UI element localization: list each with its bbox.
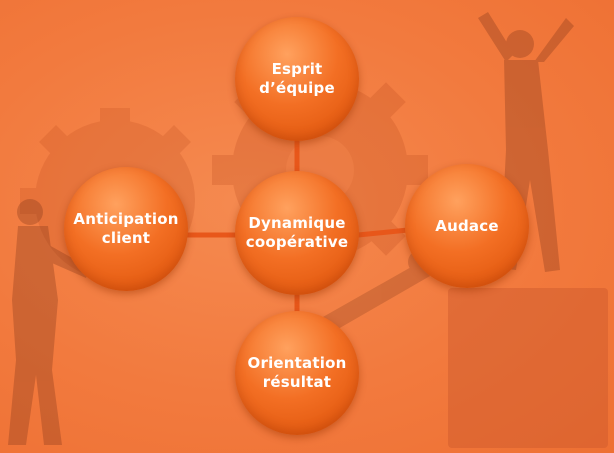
node-label: Esprit d’équipe	[259, 60, 335, 97]
node-audace: Audace	[405, 164, 529, 288]
node-label: Audace	[435, 216, 499, 235]
node-esprit-equipe: Esprit d’équipe	[235, 17, 359, 141]
block-shape	[448, 288, 608, 448]
node-orientation-resultat: Orientation résultat	[235, 311, 359, 435]
node-dynamique-cooperative: Dynamique coopérative	[235, 171, 359, 295]
connector-right	[357, 227, 409, 238]
node-anticipation-client: Anticipation client	[64, 167, 188, 291]
node-label: Orientation résultat	[247, 354, 347, 391]
node-label: Anticipation client	[73, 210, 179, 247]
node-label: Dynamique coopérative	[245, 214, 349, 251]
person-silhouette-left	[8, 199, 90, 445]
